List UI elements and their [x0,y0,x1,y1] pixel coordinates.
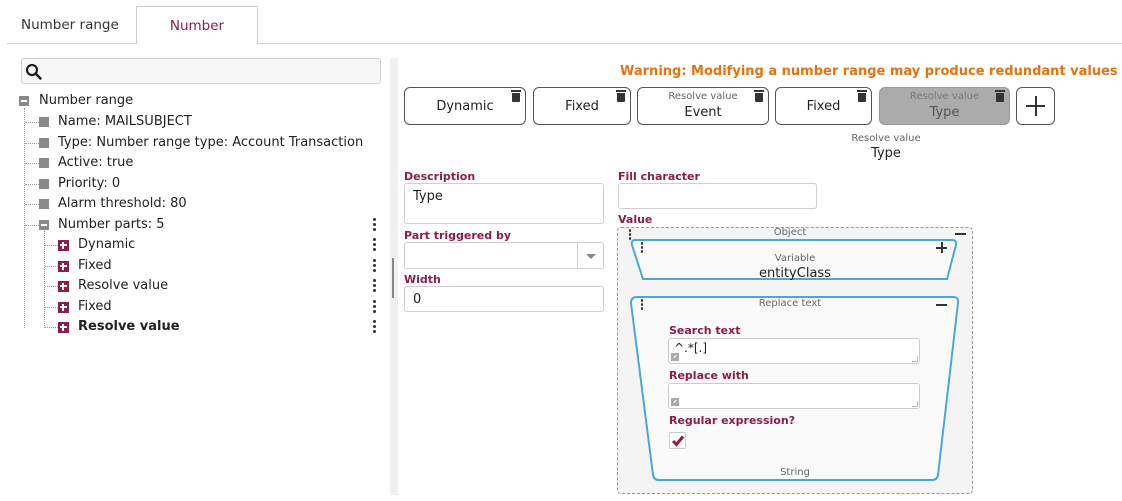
add-icon[interactable] [936,242,947,253]
tree-panel [7,44,390,495]
trash-icon[interactable] [995,90,1005,102]
search-text-input[interactable]: ^.*[.] [668,338,920,364]
part-triggered-label: Part triggered by [404,229,511,242]
expand-icon[interactable] [58,261,69,272]
trash-icon[interactable] [511,90,521,102]
tab-bar: Number range Number parts [0,0,1122,72]
selected-part-type: Resolve value [851,133,921,144]
more-options-icon[interactable] [640,299,644,311]
collapse-icon[interactable] [19,96,29,106]
tree-item-number-parts[interactable]: Number parts: 5 [58,217,165,232]
width-label: Width [404,273,441,286]
trash-icon[interactable] [754,90,764,102]
tree-guide [24,108,25,328]
tree-guide [44,231,45,328]
object-title: Object [773,227,807,238]
expand-icon[interactable] [58,302,69,313]
replace-text-title: Replace text [758,298,822,309]
leaf-icon [39,199,49,209]
more-options-icon[interactable] [372,259,376,273]
replace-with-label: Replace with [669,369,749,382]
more-options-icon[interactable] [372,300,376,314]
trash-icon[interactable] [616,90,626,102]
value-label: Value [618,213,653,226]
leaf-icon [39,138,49,148]
part-button-dynamic[interactable]: Dynamic [404,87,526,125]
collapse-icon[interactable] [39,220,49,230]
tree-item[interactable]: Active: true [58,155,134,170]
collapse-replace-icon[interactable] [936,304,947,306]
tree-part[interactable]: Fixed [78,299,112,314]
description-field[interactable]: Type [404,183,604,224]
tree-item[interactable]: Name: MAILSUBJECT [58,114,192,129]
tree-part[interactable]: Resolve value [78,278,169,293]
chevron-down-icon[interactable] [577,243,603,268]
description-label: Description [404,170,476,183]
width-input[interactable]: 0 [404,286,604,312]
tree-part-selected[interactable]: Resolve value [78,319,180,334]
regex-checkbox[interactable] [669,432,686,449]
expand-icon[interactable] [58,322,69,333]
tree-item[interactable]: Alarm threshold: 80 [58,196,187,211]
resize-handle-icon[interactable] [912,356,918,362]
checkmark-icon [671,435,685,447]
warning-message: Warning: Modifying a number range may pr… [620,64,1118,79]
resolve-link-icon[interactable] [671,353,679,361]
fill-character-label: Fill character [618,170,700,183]
leaf-icon [39,117,49,127]
resolve-link-icon[interactable] [671,398,679,406]
tree-item[interactable]: Priority: 0 [58,176,121,191]
more-options-icon[interactable] [628,229,632,241]
variable-value[interactable]: entityClass [759,266,831,281]
part-button-resolve-type-selected[interactable]: Resolve value Type [879,87,1010,125]
expand-icon[interactable] [58,240,69,251]
string-caption: String [780,467,810,478]
search-text-label: Search text [669,324,741,337]
tab-number-parts[interactable]: Number parts [136,6,258,72]
trash-icon[interactable] [857,90,867,102]
regex-label: Regular expression? [669,414,796,427]
replace-with-input[interactable] [668,383,920,409]
more-options-icon[interactable] [372,238,376,252]
selected-part-label: Type [871,146,901,161]
fill-character-input[interactable] [618,183,817,209]
tree-part[interactable]: Dynamic [78,237,136,252]
tree-item[interactable]: Type: Number range type: Account Transac… [58,135,364,150]
more-options-icon[interactable] [372,320,376,334]
collapse-object-icon[interactable] [955,233,966,235]
variable-caption: Variable [774,253,816,264]
search-icon [25,63,42,80]
tab-bar-divider [7,43,1122,44]
search-input[interactable] [21,58,381,84]
leaf-icon [39,158,49,168]
tab-number-range[interactable]: Number range [21,17,119,33]
part-button-fixed[interactable]: Fixed [775,87,872,125]
tree-part[interactable]: Fixed [78,258,112,273]
more-options-icon[interactable] [640,242,644,254]
panel-splitter[interactable] [390,58,398,495]
resize-handle-icon[interactable] [912,401,918,407]
more-options-icon[interactable] [372,279,376,293]
part-button-fixed[interactable]: Fixed [533,87,631,125]
part-button-resolve-event[interactable]: Resolve value Event [637,87,769,125]
add-part-button[interactable] [1016,87,1055,125]
tree-root[interactable]: Number range [39,93,134,108]
expand-icon[interactable] [58,281,69,292]
more-options-icon[interactable] [372,218,376,232]
leaf-icon [39,179,49,189]
part-triggered-select[interactable] [404,242,604,269]
